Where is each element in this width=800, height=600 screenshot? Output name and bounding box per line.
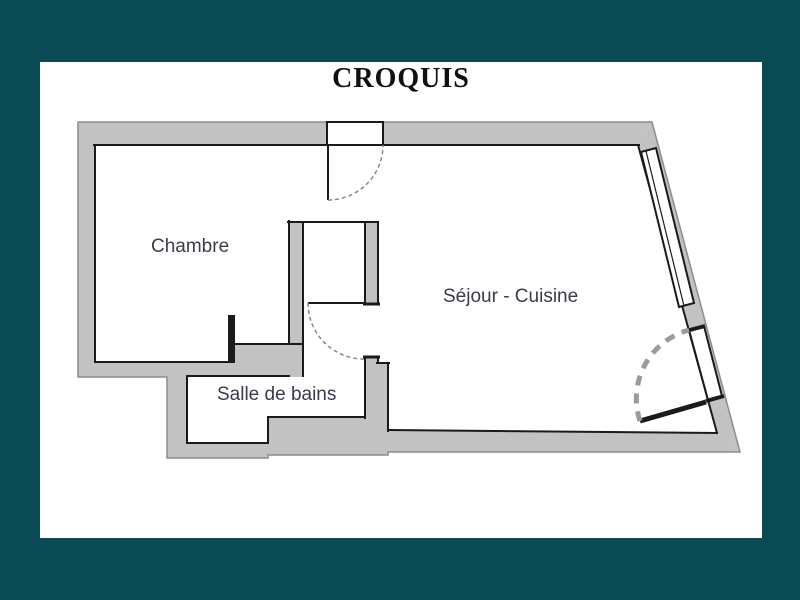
outer-wall-outline <box>77 121 741 459</box>
wall-lines <box>93 143 719 444</box>
room-label-salle-de-bains: Salle de bains <box>217 384 337 405</box>
balcony-door-leaf <box>639 399 707 424</box>
room-label-sejour-cuisine: Séjour - Cuisine <box>443 286 579 307</box>
entrance-door-swing-arc <box>327 144 384 201</box>
balcony-door-swing-arc <box>633 327 690 422</box>
walls <box>78 122 740 458</box>
window-frame <box>639 146 696 309</box>
room-label-chambre: Chambre <box>151 236 230 257</box>
entrance-door-opening <box>326 121 384 146</box>
window-inner-line <box>645 150 685 307</box>
balcony-door-opening <box>687 324 724 402</box>
wall-stub <box>228 315 235 363</box>
entrance-door <box>326 121 384 201</box>
window <box>639 146 696 309</box>
bathroom-door-swing-arc <box>307 302 365 360</box>
balcony-door <box>633 324 725 424</box>
bathroom-door <box>307 302 380 360</box>
bathroom-door-opening <box>365 304 378 357</box>
page-title: CROQUIS <box>332 63 470 94</box>
